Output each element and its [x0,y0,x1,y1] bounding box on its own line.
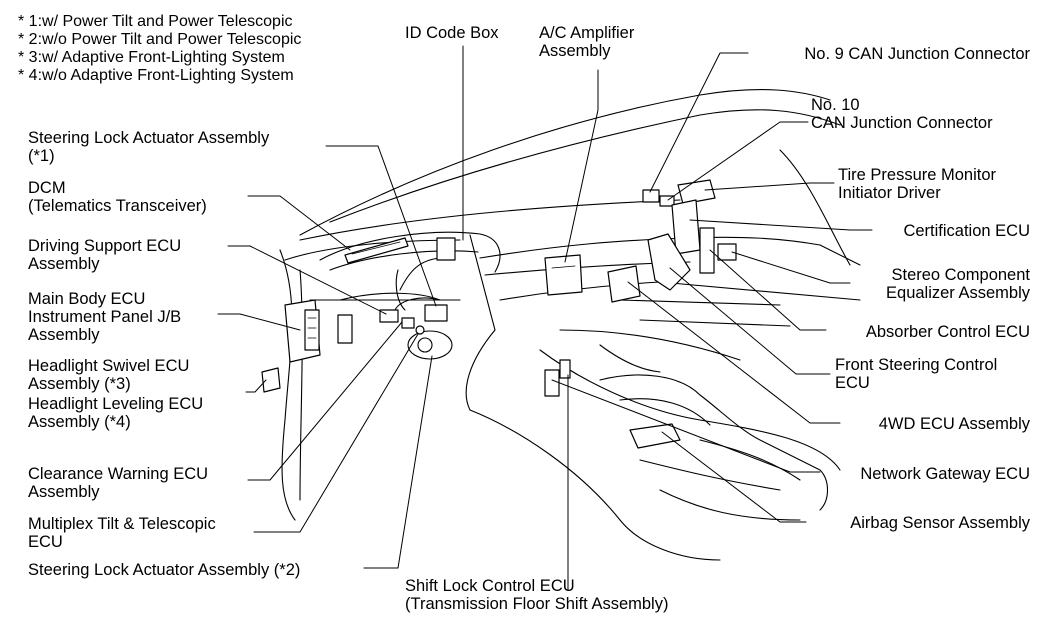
headlight-ecu-part [261,367,281,393]
label-headlight-swivel: Headlight Swivel ECU Assembly (*3) [28,357,190,393]
leader-steering-lock-1 [325,145,437,307]
leader-front-steering [669,267,831,375]
fourwd-part [607,265,641,303]
leader-clearance-warning [247,321,403,481]
shift-lock-part [559,359,571,379]
note-2: * 2:w/o Power Tilt and Power Telescopic [18,31,302,48]
label-dcm: DCM (Telematics Transceiver) [28,179,207,215]
note-4: * 4:w/o Adaptive Front-Lighting System [18,67,294,84]
label-fourwd: 4WD ECU Assembly [878,415,1030,433]
label-steering-lock-actuator-1: Steering Lock Actuator Assembly (*1) [28,129,270,165]
label-can-9: No. 9 CAN Junction Connector [804,45,1030,63]
network-gateway-part [544,369,560,397]
label-can-10: No. 10 CAN Junction Connector [811,96,993,132]
can-9-part [642,189,660,203]
label-shift-lock: Shift Lock Control ECU (Transmission Flo… [405,577,669,613]
id-code-box-part [436,237,456,261]
label-clearance-warning: Clearance Warning ECU Assembly [28,465,209,501]
label-steering-lock-actuator-2: Steering Lock Actuator Assembly (*2) [28,561,301,579]
dashboard-outline [279,89,861,561]
leader-absorber [709,249,827,331]
multiplex-tilt-part [415,325,425,335]
leader-can-10 [667,121,809,201]
connector-part [337,314,353,344]
label-main-body: Main Body ECU Instrument Panel J/B Assem… [28,290,182,344]
leader-lines [217,45,873,591]
leader-multiplex-tilt [253,333,419,533]
label-multiplex-tilt: Multiplex Tilt & Telescopic ECU [28,515,216,551]
note-1: * 1:w/ Power Tilt and Power Telescopic [18,13,293,30]
leader-ac-amplifier [564,69,599,263]
label-driving-support: Driving Support ECU Assembly [28,237,182,273]
clearance-warning-part [401,317,415,329]
certification-part [671,199,701,255]
label-ac-amplifier: A/C Amplifier Assembly [539,24,635,60]
label-stereo-eq: Stereo Component Equalizer Assembly [886,266,1030,302]
leader-main-body [217,313,301,331]
leader-driving-support [227,245,387,315]
notes-block: * 1:w/ Power Tilt and Power Telescopic *… [18,13,301,85]
label-id-code-box: ID Code Box [405,24,499,42]
leader-certification [689,219,873,231]
leader-can-9 [649,52,749,193]
dcm-part [344,237,409,264]
label-tire-pressure: Tire Pressure Monitor Initiator Driver [838,166,997,202]
absorber-part [699,227,715,274]
leader-headlight [245,379,267,393]
leader-stereo-eq [731,251,851,284]
leader-network-gateway [551,379,821,473]
ac-amplifier-part [544,254,583,296]
label-airbag: Airbag Sensor Assembly [850,514,1030,532]
label-front-steering: Front Steering Control ECU [835,356,998,392]
can-10-part [659,195,675,207]
leader-airbag [661,431,807,523]
note-3: * 3:w/ Adaptive Front-Lighting System [18,49,285,66]
leader-steering-lock-2 [363,355,433,569]
leader-tire-pressure [704,182,835,191]
leader-fourwd [627,281,841,424]
label-certification: Certification ECU [903,222,1030,240]
label-headlight-leveling: Headlight Leveling ECU Assembly (*4) [28,395,204,431]
stereo-eq-part [717,243,737,261]
label-absorber: Absorber Control ECU [865,323,1030,341]
leader-dcm [247,195,351,251]
airbag-sensor-part [629,423,681,449]
component-parts [261,179,737,449]
label-network-gateway: Network Gateway ECU [860,465,1030,483]
steering-lock-actuator-1-part [424,304,448,322]
